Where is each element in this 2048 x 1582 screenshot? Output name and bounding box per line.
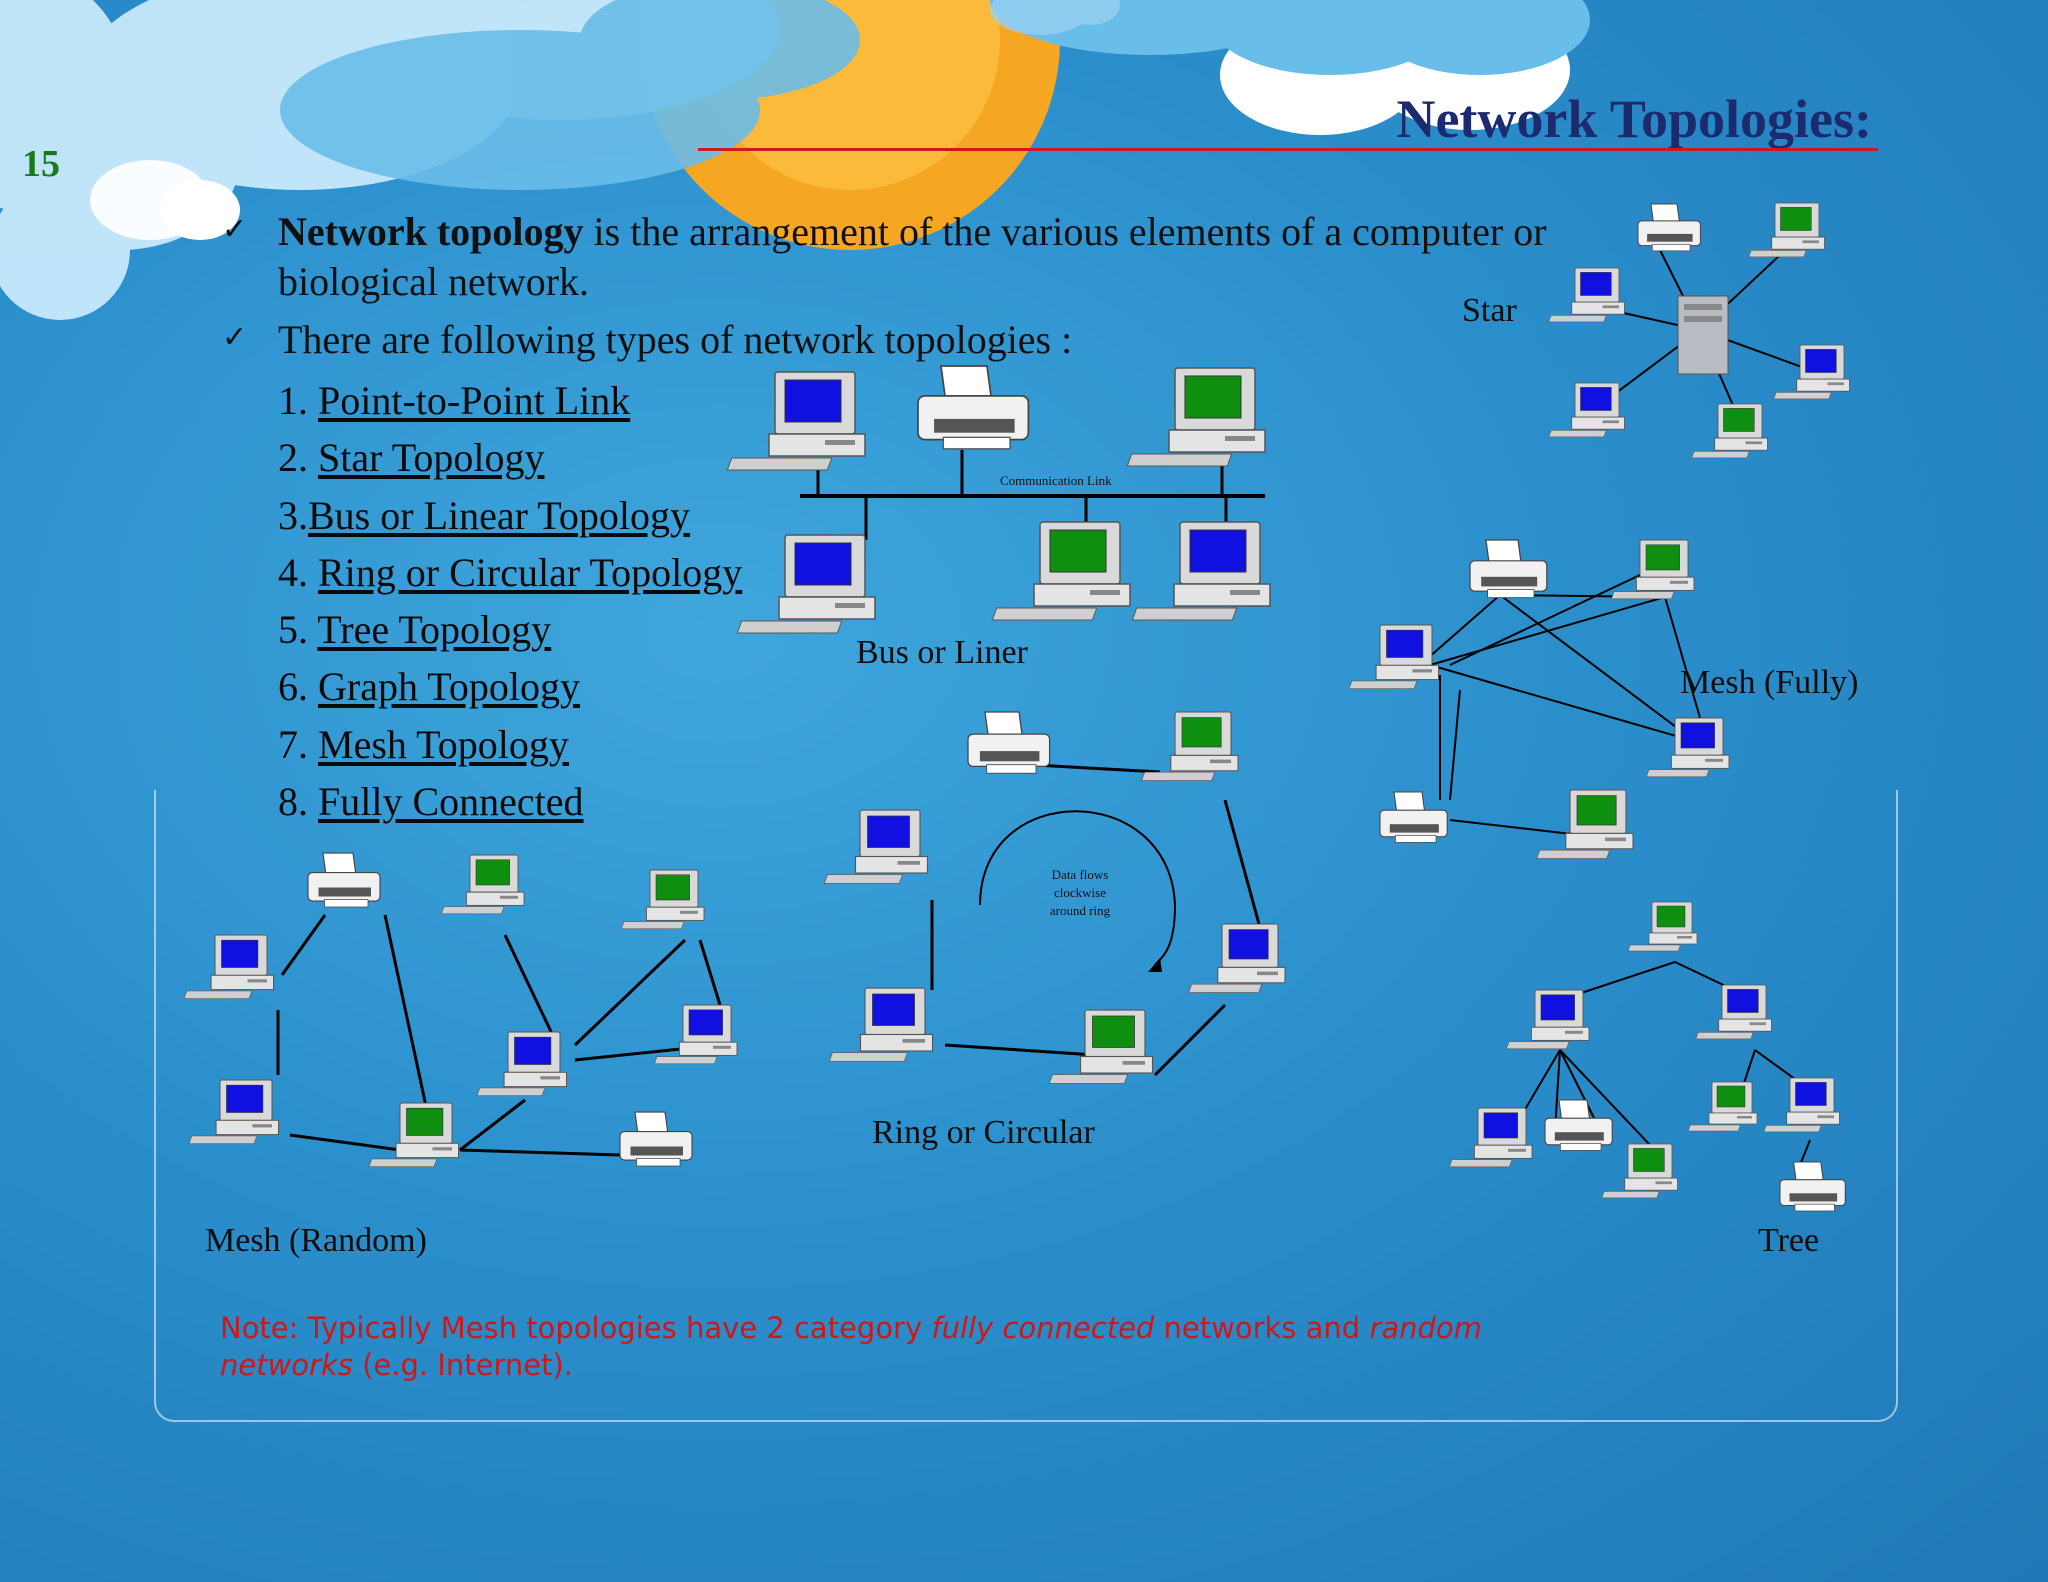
computer-icon bbox=[1691, 403, 1768, 459]
topology-link[interactable]: Star Topology bbox=[318, 435, 545, 481]
computer-icon bbox=[1188, 923, 1286, 993]
checkmark-icon: ✓ bbox=[222, 212, 248, 247]
computer-icon bbox=[1048, 1009, 1154, 1084]
computer-icon bbox=[188, 1079, 279, 1145]
label-ring: Ring or Circular bbox=[872, 1114, 1095, 1151]
mesh-fully-links bbox=[1419, 574, 1706, 836]
computer-icon bbox=[991, 521, 1131, 621]
checkmark-icon: ✓ bbox=[222, 320, 248, 355]
mesh-random-links bbox=[276, 914, 722, 1157]
label-bus: Bus or Liner bbox=[856, 634, 1028, 671]
computer-icon bbox=[828, 987, 934, 1062]
topology-item[interactable]: 8. Fully Connected bbox=[278, 779, 584, 825]
topology-link[interactable]: Point-to-Point Link bbox=[318, 378, 631, 423]
printer-icon bbox=[1379, 791, 1448, 843]
ring-links bbox=[930, 763, 1264, 1077]
computer-icon bbox=[1131, 521, 1271, 621]
computer-icon bbox=[368, 1102, 459, 1168]
topology-link[interactable]: Fully Connected bbox=[318, 779, 584, 825]
topology-item[interactable]: 6. Graph Topology bbox=[278, 664, 580, 710]
computer-icon bbox=[1695, 984, 1772, 1040]
topology-link[interactable]: Bus or Linear Topology bbox=[308, 492, 690, 538]
topology-item[interactable]: 3.Bus or Linear Topology bbox=[278, 492, 690, 538]
label-star: Star bbox=[1462, 292, 1517, 329]
label-ring-flow: Data flows clockwise around ring bbox=[1049, 867, 1111, 918]
slide-number: 15 bbox=[22, 143, 60, 185]
types-intro-text: There are following types of network top… bbox=[278, 317, 1073, 362]
topology-item[interactable]: 5. Tree Topology bbox=[278, 607, 552, 653]
label-mesh-random: Mesh (Random) bbox=[205, 1222, 427, 1259]
computer-icon bbox=[1645, 717, 1730, 778]
computer-icon bbox=[1748, 202, 1825, 258]
computer-icon bbox=[1505, 989, 1590, 1050]
topology-link[interactable]: Ring or Circular Topology bbox=[318, 549, 743, 595]
cloud-left-highlight bbox=[90, 160, 240, 240]
computer-icon bbox=[1548, 382, 1625, 438]
computer-icon bbox=[1448, 1107, 1533, 1168]
label-tree: Tree bbox=[1758, 1222, 1820, 1259]
topology-item[interactable]: 1. Point-to-Point Link bbox=[278, 378, 631, 423]
computer-icon bbox=[1126, 367, 1266, 467]
computer-icon bbox=[1141, 711, 1239, 781]
ring-flow-arrow bbox=[979, 810, 1177, 966]
computer-icon bbox=[736, 534, 876, 634]
computer-icon bbox=[726, 371, 866, 471]
topology-link[interactable]: Mesh Topology bbox=[318, 721, 569, 767]
computer-icon bbox=[823, 809, 929, 884]
printer-icon bbox=[967, 711, 1051, 774]
label-mesh-fully: Mesh (Fully) bbox=[1680, 664, 1859, 701]
title-underline bbox=[698, 148, 1878, 151]
computer-icon bbox=[620, 869, 705, 930]
star-hub bbox=[1677, 295, 1729, 375]
footnote: Note: Typically Mesh topologies have 2 c… bbox=[220, 1311, 1482, 1382]
computer-icon bbox=[1773, 344, 1850, 400]
printer-icon bbox=[307, 852, 381, 908]
computer-icon bbox=[1627, 901, 1698, 952]
topology-list: 1. Point-to-Point Link 2. Star Topology … bbox=[278, 372, 742, 830]
printer-icon bbox=[1544, 1099, 1613, 1151]
topology-link[interactable]: Graph Topology bbox=[318, 664, 580, 710]
definition-text: is the arrangement of the various elemen… bbox=[583, 209, 1547, 254]
label-communication-link: Communication Link bbox=[1000, 473, 1112, 488]
topology-item[interactable]: 2. Star Topology bbox=[278, 435, 545, 481]
computer-icon bbox=[1763, 1077, 1840, 1133]
computer-icon bbox=[1687, 1081, 1758, 1132]
printer-icon bbox=[1779, 1161, 1846, 1212]
topology-link[interactable]: Tree Topology bbox=[317, 607, 552, 653]
computer-icon bbox=[183, 934, 274, 1000]
term-network-topology: Network topology bbox=[278, 209, 584, 254]
printer-icon bbox=[917, 365, 1030, 450]
devices-layer bbox=[183, 202, 1850, 1212]
topology-item[interactable]: 7. Mesh Topology bbox=[278, 721, 569, 767]
printer-icon bbox=[1637, 203, 1701, 252]
note-frame bbox=[154, 790, 1898, 1422]
slide-title: Network Topologies: bbox=[1396, 89, 1872, 149]
printer-icon bbox=[1469, 539, 1548, 599]
computer-icon bbox=[476, 1031, 567, 1097]
computer-icon bbox=[1610, 539, 1695, 600]
computer-icon bbox=[440, 854, 525, 915]
computer-icon bbox=[1601, 1143, 1678, 1199]
topology-item[interactable]: 4. Ring or Circular Topology bbox=[278, 549, 743, 595]
computer-icon bbox=[653, 1004, 738, 1065]
computer-icon bbox=[1548, 267, 1625, 323]
computer-icon bbox=[1536, 789, 1634, 859]
computer-icon bbox=[1348, 624, 1439, 690]
printer-icon bbox=[619, 1111, 693, 1167]
